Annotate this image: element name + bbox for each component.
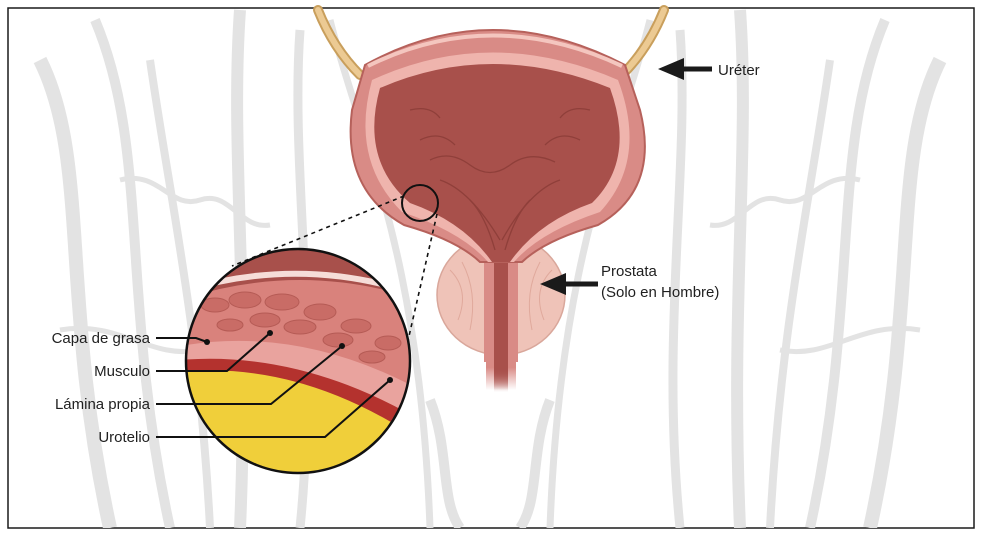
label-fat-layer: Capa de grasa xyxy=(52,330,151,347)
label-muscle: Musculo xyxy=(94,363,150,380)
label-prostate-note: (Solo en Hombre) xyxy=(601,284,719,301)
label-ureter: Uréter xyxy=(718,62,760,79)
label-prostate: Prostata xyxy=(601,263,658,280)
label-urothelium: Urotelio xyxy=(98,429,150,446)
label-lamina-propria: Lámina propia xyxy=(55,396,151,413)
